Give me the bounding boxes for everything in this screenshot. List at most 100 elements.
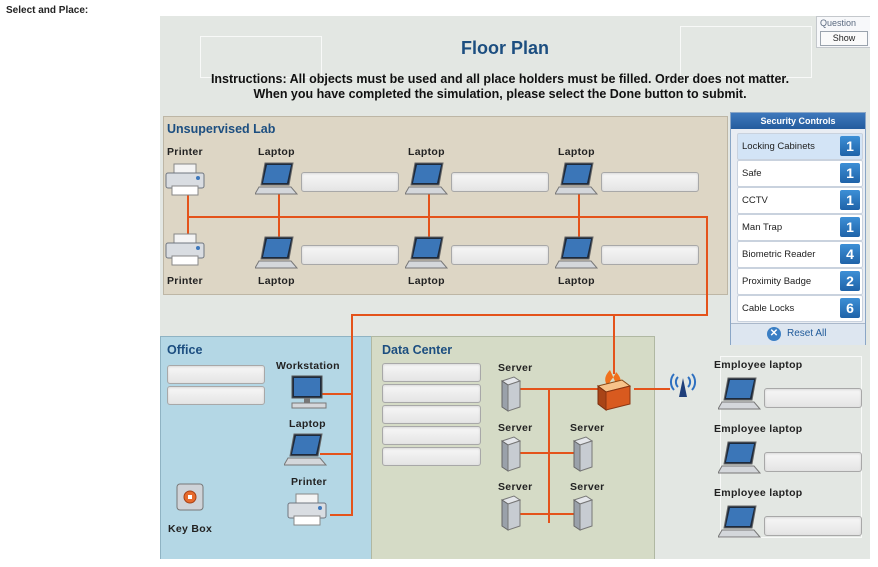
server-label: Server bbox=[498, 481, 533, 493]
laptop-icon bbox=[718, 441, 762, 474]
key-box-label: Key Box bbox=[168, 523, 213, 535]
printer-label: Printer bbox=[291, 476, 327, 488]
page-label: Select and Place: bbox=[6, 5, 89, 16]
server-label: Server bbox=[570, 422, 605, 434]
printer-icon bbox=[287, 493, 327, 526]
laptop-icon bbox=[405, 236, 449, 269]
control-label: Cable Locks bbox=[742, 303, 795, 314]
server-label: Server bbox=[498, 422, 533, 434]
laptop-placeholder[interactable] bbox=[601, 245, 699, 265]
printer-icon bbox=[165, 233, 205, 266]
network-cable bbox=[578, 194, 580, 244]
employee-laptop-placeholder[interactable] bbox=[764, 452, 862, 472]
laptop-placeholder[interactable] bbox=[301, 172, 399, 192]
network-cable bbox=[520, 388, 600, 390]
employee-laptop-label: Employee laptop bbox=[714, 423, 803, 435]
control-count-badge: 1 bbox=[840, 163, 860, 183]
laptop-placeholder[interactable] bbox=[301, 245, 399, 265]
server-label: Server bbox=[570, 481, 605, 493]
office-placeholder[interactable] bbox=[167, 365, 265, 384]
control-cable-locks[interactable]: Cable Locks 6 bbox=[737, 295, 863, 322]
laptop-icon bbox=[255, 162, 299, 195]
control-biometric-reader[interactable]: Biometric Reader 4 bbox=[737, 241, 863, 268]
laptop-icon bbox=[255, 236, 299, 269]
network-cable bbox=[187, 216, 708, 218]
network-cable bbox=[320, 393, 353, 395]
network-cable bbox=[330, 514, 353, 516]
reset-all-label: Reset All bbox=[787, 328, 827, 339]
control-locking-cabinets[interactable]: Locking Cabinets 1 bbox=[737, 133, 863, 160]
server-icon bbox=[500, 436, 522, 472]
control-safe[interactable]: Safe 1 bbox=[737, 160, 863, 187]
laptop-placeholder[interactable] bbox=[451, 172, 549, 192]
network-cable bbox=[613, 314, 615, 374]
network-cable bbox=[634, 388, 670, 390]
laptop-placeholder[interactable] bbox=[451, 245, 549, 265]
workstation-label: Workstation bbox=[276, 360, 340, 372]
server-label: Server bbox=[498, 362, 533, 374]
room-title-lab: Unsupervised Lab bbox=[167, 122, 276, 136]
printer-label: Printer bbox=[167, 275, 203, 287]
decor-frame bbox=[200, 36, 322, 78]
question-panel: Question Show bbox=[816, 16, 870, 48]
reset-all-button[interactable]: ✕ Reset All bbox=[731, 323, 865, 345]
laptop-label: Laptop bbox=[558, 146, 595, 158]
network-cable bbox=[278, 194, 280, 244]
instructions: Instructions: All objects must be used a… bbox=[180, 72, 820, 102]
server-icon bbox=[572, 436, 594, 472]
laptop-icon bbox=[718, 505, 762, 538]
network-cable bbox=[520, 513, 580, 515]
decor-frame bbox=[680, 26, 812, 78]
simulation-stage: Question Show Floor Plan Instructions: A… bbox=[160, 16, 870, 559]
laptop-label: Laptop bbox=[258, 146, 295, 158]
workstation-icon bbox=[291, 375, 327, 409]
printer-label: Printer bbox=[167, 146, 203, 158]
datacenter-placeholder[interactable] bbox=[382, 384, 481, 403]
network-cable bbox=[351, 314, 708, 316]
show-button[interactable]: Show bbox=[820, 31, 868, 46]
reset-icon: ✕ bbox=[767, 327, 781, 341]
wifi-antenna-icon bbox=[670, 373, 696, 397]
control-label: Biometric Reader bbox=[742, 249, 816, 260]
datacenter-placeholder[interactable] bbox=[382, 426, 481, 445]
datacenter-placeholder[interactable] bbox=[382, 363, 481, 382]
control-proximity-badge[interactable]: Proximity Badge 2 bbox=[737, 268, 863, 295]
network-cable bbox=[351, 314, 353, 516]
control-man-trap[interactable]: Man Trap 1 bbox=[737, 214, 863, 241]
control-label: CCTV bbox=[742, 195, 768, 206]
laptop-label: Laptop bbox=[258, 275, 295, 287]
employee-laptop-placeholder[interactable] bbox=[764, 388, 862, 408]
datacenter-placeholder[interactable] bbox=[382, 447, 481, 466]
datacenter-placeholder[interactable] bbox=[382, 405, 481, 424]
laptop-label: Laptop bbox=[408, 146, 445, 158]
firewall-icon bbox=[596, 370, 632, 411]
office-placeholder[interactable] bbox=[167, 386, 265, 405]
network-cable bbox=[520, 452, 580, 454]
employee-laptop-placeholder[interactable] bbox=[764, 516, 862, 536]
server-icon bbox=[572, 495, 594, 531]
laptop-placeholder[interactable] bbox=[601, 172, 699, 192]
laptop-icon bbox=[284, 433, 328, 466]
laptop-icon bbox=[555, 162, 599, 195]
control-count-badge: 2 bbox=[840, 271, 860, 291]
security-controls-panel: Security Controls Locking Cabinets 1 Saf… bbox=[730, 112, 866, 345]
laptop-icon bbox=[718, 377, 762, 410]
employee-laptop-label: Employee laptop bbox=[714, 359, 803, 371]
network-cable bbox=[706, 216, 708, 316]
laptop-icon bbox=[405, 162, 449, 195]
control-count-badge: 6 bbox=[840, 298, 860, 318]
question-label: Question bbox=[820, 18, 857, 28]
room-title-office: Office bbox=[167, 343, 203, 357]
control-cctv[interactable]: CCTV 1 bbox=[737, 187, 863, 214]
page-title: Floor Plan bbox=[460, 38, 549, 58]
laptop-label: Laptop bbox=[558, 275, 595, 287]
key-box-icon bbox=[176, 483, 204, 511]
security-controls-title: Security Controls bbox=[731, 113, 865, 129]
network-cable bbox=[548, 388, 550, 523]
room-title-datacenter: Data Center bbox=[382, 343, 453, 357]
server-icon bbox=[500, 495, 522, 531]
control-count-badge: 4 bbox=[840, 244, 860, 264]
laptop-label: Laptop bbox=[408, 275, 445, 287]
employee-laptop-label: Employee laptop bbox=[714, 487, 803, 499]
control-count-badge: 1 bbox=[840, 136, 860, 156]
